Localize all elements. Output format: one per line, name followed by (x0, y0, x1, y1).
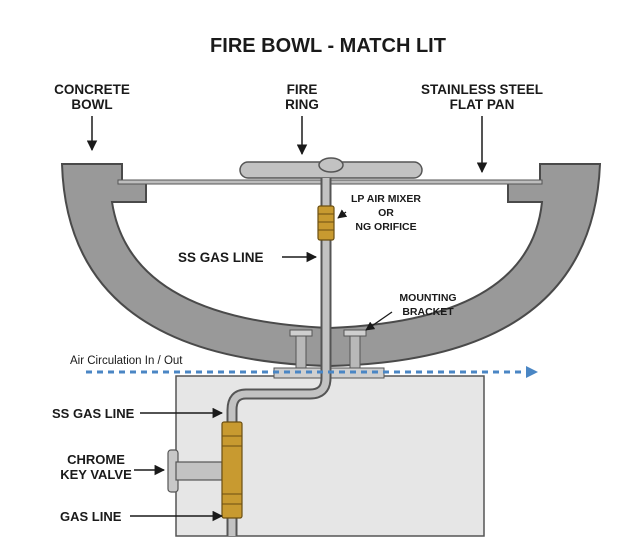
svg-text:SS GAS LINE: SS GAS LINE (178, 250, 264, 265)
label-gas-line: GAS LINE (60, 509, 224, 524)
svg-text:MOUNTING: MOUNTING (399, 292, 456, 304)
svg-text:RING: RING (285, 97, 319, 112)
label-stainless-pan: STAINLESS STEEL FLAT PAN (421, 82, 543, 174)
label-concrete-bowl: CONCRETE BOWL (54, 82, 130, 152)
diagram-title: FIRE BOWL - MATCH LIT (210, 35, 446, 57)
fire-ring-hub (318, 157, 344, 173)
svg-text:STAINLESS STEEL: STAINLESS STEEL (421, 82, 543, 97)
gas-pipe (228, 178, 330, 536)
label-ss-gas-line-lower: SS GAS LINE (52, 406, 224, 421)
svg-text:CHROME: CHROME (67, 452, 125, 467)
label-mounting-bracket: MOUNTING BRACKET (365, 292, 457, 331)
svg-text:GAS LINE: GAS LINE (60, 509, 122, 524)
lp-air-mixer-fitting (317, 205, 335, 241)
svg-text:BOWL: BOWL (71, 97, 112, 112)
svg-text:NG ORIFICE: NG ORIFICE (355, 221, 416, 233)
air-arrow-head (526, 366, 538, 378)
svg-text:FIRE: FIRE (287, 82, 318, 97)
label-lp-air-mixer: LP AIR MIXER OR NG ORIFICE (337, 193, 421, 233)
svg-text:OR: OR (378, 207, 394, 219)
label-ss-gas-line-upper: SS GAS LINE (178, 250, 318, 265)
label-key-valve: CHROME KEY VALVE (60, 452, 166, 482)
svg-text:BRACKET: BRACKET (402, 306, 454, 318)
svg-text:FLAT PAN: FLAT PAN (450, 97, 515, 112)
label-fire-ring: FIRE RING (285, 82, 319, 156)
label-air-circulation: Air Circulation In / Out (70, 355, 183, 367)
svg-text:LP AIR MIXER: LP AIR MIXER (351, 193, 421, 205)
svg-text:SS GAS LINE: SS GAS LINE (52, 406, 135, 421)
chrome-key-valve (167, 421, 243, 519)
svg-text:KEY VALVE: KEY VALVE (60, 467, 132, 482)
svg-text:CONCRETE: CONCRETE (54, 82, 130, 97)
